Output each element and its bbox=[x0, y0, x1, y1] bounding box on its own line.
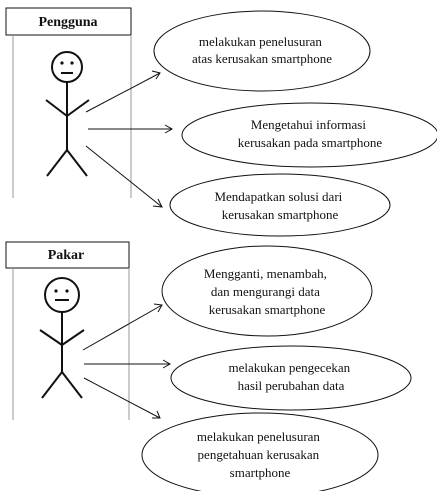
actor-pengguna-label: Pengguna bbox=[38, 15, 97, 30]
uc-text: dan mengurangi data bbox=[211, 284, 320, 299]
use-case-pengguna-2: Mengetahui informasi kerusakan pada smar… bbox=[181, 102, 437, 168]
svg-text:melakukan penelusuran pe: melakukan penelusuran pengetahuan kerusa… bbox=[197, 429, 323, 480]
uc-text: Mengganti, menambah, bbox=[204, 266, 327, 281]
svg-text:melakukan penelusuran at: melakukan penelusuran atas kerusakan sma… bbox=[192, 34, 332, 66]
uc-text: kerusakan pada smartphone bbox=[238, 135, 383, 150]
use-case-pengguna-1: melakukan penelusuran atas kerusakan sma… bbox=[153, 10, 371, 92]
use-case-pengguna-3: Mendapatkan solusi dari kerusakan smartp… bbox=[169, 173, 391, 237]
actor-pengguna-figure bbox=[45, 51, 90, 177]
assoc-4 bbox=[82, 304, 163, 351]
actor-pakar: Pakar bbox=[5, 241, 130, 420]
svg-text:Mendapatkan solusi dari: Mendapatkan solusi dari kerusakan smartp… bbox=[214, 189, 345, 222]
uc-text: kerusakan smartphone bbox=[222, 207, 339, 222]
svg-text:melakukan pengecekan has: melakukan pengecekan hasil perubahan dat… bbox=[229, 360, 354, 393]
pengguna-associations bbox=[85, 70, 174, 208]
svg-text:Mengganti, menambah, dan: Mengganti, menambah, dan mengurangi data… bbox=[204, 266, 330, 317]
uc-text: Mengetahui informasi bbox=[251, 117, 367, 132]
uc-text: melakukan penelusuran bbox=[199, 34, 323, 49]
use-case-pakar-2: melakukan pengecekan hasil perubahan dat… bbox=[170, 345, 412, 411]
actor-pakar-figure bbox=[39, 277, 85, 399]
assoc-1 bbox=[85, 72, 161, 113]
assoc-6 bbox=[83, 377, 161, 419]
actor-pengguna: Pengguna bbox=[5, 7, 132, 198]
actor-pakar-label-box bbox=[5, 241, 130, 269]
uc-text: melakukan penelusuran bbox=[197, 429, 321, 444]
use-case-pakar-3: melakukan penelusuran pengetahuan kerusa… bbox=[141, 412, 379, 496]
pakar-associations bbox=[82, 303, 172, 419]
uc-text: kerusakan smartphone bbox=[209, 302, 326, 317]
uc-text: pengetahuan kerusakan bbox=[198, 447, 320, 462]
use-case-pakar-1: Mengganti, menambah, dan mengurangi data… bbox=[161, 245, 373, 337]
assoc-3 bbox=[85, 145, 163, 208]
actor-pakar-label: Pakar bbox=[48, 248, 85, 263]
uc-text: Mendapatkan solusi dari bbox=[214, 189, 342, 204]
uc-text: hasil perubahan data bbox=[238, 378, 345, 393]
uc-text: melakukan pengecekan bbox=[229, 360, 351, 375]
actor-pengguna-label-box bbox=[5, 7, 132, 36]
svg-text:Mengetahui informasi ker: Mengetahui informasi kerusakan pada smar… bbox=[238, 117, 383, 150]
uc-text: atas kerusakan smartphone bbox=[192, 51, 332, 66]
uc-text: smartphone bbox=[230, 465, 291, 480]
